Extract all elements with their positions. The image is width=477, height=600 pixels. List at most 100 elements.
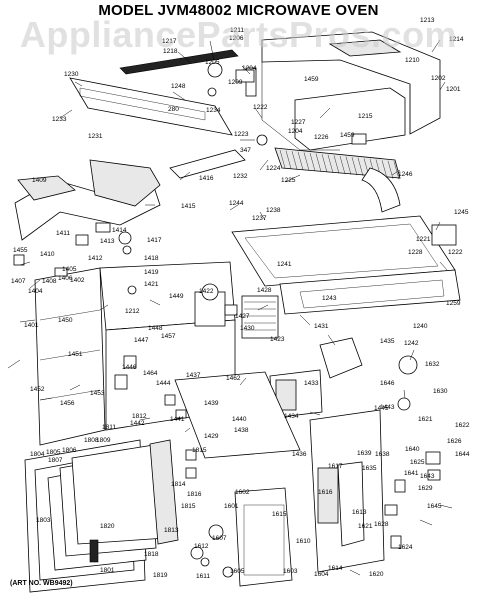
part-1406: [54, 267, 68, 277]
part-label-1410: 1410: [40, 251, 55, 258]
part-1645: [384, 504, 398, 516]
part-label-1455: 1455: [13, 247, 28, 254]
part-label-1617: 1617: [328, 463, 343, 470]
part-label-1222: 1222: [253, 104, 268, 111]
leader-line: [257, 304, 269, 311]
part-1643: [394, 479, 406, 493]
part-1610: [222, 566, 234, 578]
touch-panel-1615: [317, 467, 339, 524]
thermal-1427: [224, 304, 238, 316]
part-label-1434: 1434: [284, 413, 299, 420]
part-label-1622: 1622: [455, 422, 470, 429]
part-label-1436: 1436: [292, 451, 307, 458]
leader-line: [19, 261, 31, 266]
part-1444: [114, 374, 128, 390]
part-label-1228: 1228: [408, 249, 423, 256]
blower-fin: [309, 152, 316, 172]
blower-fin: [285, 150, 292, 169]
leader-line: [299, 314, 311, 326]
cover-1409: [17, 175, 76, 201]
relay-1626: [425, 451, 441, 465]
leader-line: [149, 299, 161, 306]
outer-case-edge: [261, 62, 340, 151]
leader-line: [349, 569, 361, 576]
fastener-1209: [207, 87, 217, 97]
part-label-1411: 1411: [56, 230, 70, 237]
part-label-1452: 1452: [30, 386, 45, 393]
part-label-1611: 1611: [196, 573, 210, 580]
leader-line: [259, 211, 266, 221]
part-label-1412: 1412: [88, 255, 103, 262]
part-1459: [351, 133, 367, 145]
part-label-1630: 1630: [433, 388, 448, 395]
leader-line: [99, 304, 109, 311]
part-label-1414: 1414: [112, 227, 127, 234]
part-label-1610: 1610: [296, 538, 311, 545]
part-label-1246: 1246: [398, 171, 413, 178]
part-label-1818: 1818: [144, 551, 159, 558]
part-label-1602: 1602: [235, 489, 250, 496]
leader-line: [184, 427, 191, 433]
part-1447: [123, 355, 137, 369]
part-label-1422: 1422: [199, 288, 214, 295]
part-label-1214: 1214: [449, 36, 464, 43]
part-label-1457: 1457: [161, 333, 176, 340]
part-1421: [127, 285, 137, 295]
part-label-1804: 1804: [30, 451, 45, 458]
part-label-1241: 1241: [277, 261, 292, 268]
part-label-1213: 1213: [420, 17, 435, 24]
leader-line: [69, 384, 81, 391]
leader-line: [409, 349, 415, 361]
part-label-1223: 1223: [234, 131, 249, 138]
part-label-1227: 1227: [291, 119, 306, 126]
part-label-1635: 1635: [362, 465, 377, 472]
part-label-1406: 1406: [58, 275, 73, 282]
part-1620b: [185, 467, 197, 479]
capacitor-1435: [319, 337, 363, 379]
blower-fin: [339, 155, 346, 175]
leader-line: [284, 174, 301, 183]
part-label-1625: 1625: [410, 459, 425, 466]
part-label-1416: 1416: [199, 175, 214, 182]
part-label-1601: 1601: [224, 503, 239, 510]
blower-housing-1215: [294, 87, 406, 151]
control-door-1601: [234, 487, 293, 587]
part-label-1640: 1640: [405, 446, 420, 453]
part-label-1812: 1812: [132, 413, 147, 420]
leader-line: [239, 377, 247, 386]
part-label-1415: 1415: [181, 203, 196, 210]
part-label-1218: 1218: [163, 48, 178, 55]
part-label-1612: 1612: [194, 543, 209, 550]
leader-line: [139, 417, 151, 421]
part-label-1462: 1462: [226, 375, 241, 382]
part-label-1803: 1803: [36, 517, 51, 524]
part-label-1206: 1206: [229, 35, 244, 42]
door-handle-1818: [89, 539, 99, 563]
part-1611: [200, 557, 210, 567]
part-label-1431: 1431: [314, 323, 329, 330]
part-label-1809: 1809: [96, 437, 111, 444]
part-label-1603: 1603: [283, 568, 298, 575]
part-label-1441: 1441: [170, 416, 185, 423]
part-label-1453: 1453: [90, 390, 105, 397]
part-1429: [185, 449, 197, 461]
part-label-1632: 1632: [425, 361, 440, 368]
part-label-1807: 1807: [48, 457, 63, 464]
part-label-1405: 1405: [62, 266, 77, 273]
blower-fin: [351, 157, 358, 176]
part-label-1444: 1444: [156, 380, 171, 387]
part-label-1427: 1427: [235, 313, 250, 320]
part-label-1259: 1259: [446, 300, 461, 307]
part-label-1232: 1232: [233, 173, 248, 180]
part-label-1212: 1212: [125, 308, 140, 315]
blower-fin: [291, 151, 298, 170]
filter-1259: [279, 269, 461, 315]
part-label-1805: 1805: [46, 449, 61, 456]
part-label-1641: 1641: [404, 470, 419, 477]
bracket-1232: [169, 149, 246, 179]
blower-fin: [297, 151, 304, 170]
part-label-1435: 1435: [380, 338, 395, 345]
duct-1246: [361, 167, 401, 213]
part-label-1820: 1820: [100, 523, 115, 530]
